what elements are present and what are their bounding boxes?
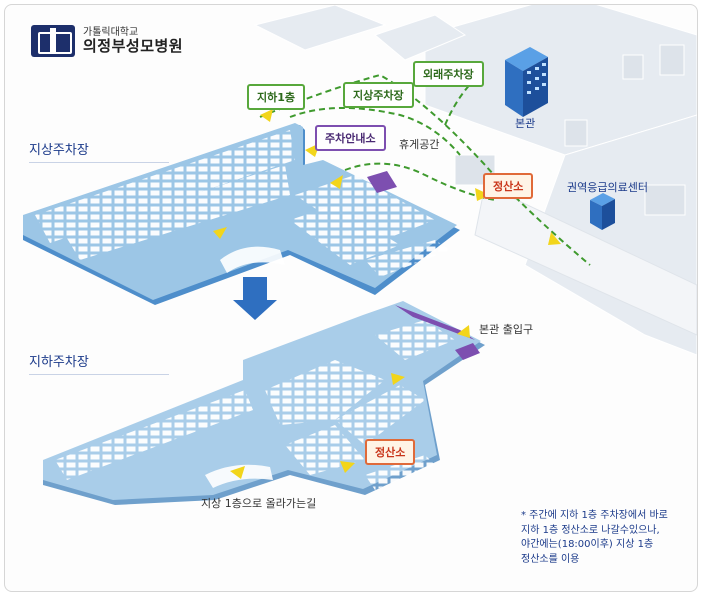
note-line-4: 정산소를 이용 xyxy=(521,553,580,565)
ground-parking-lot xyxy=(23,123,460,305)
main-building-icon xyxy=(505,47,548,117)
section-underground-parking: 지하주차장 xyxy=(29,351,169,375)
note-line-3: 야간에는(18:00이후) 지상 1층 xyxy=(521,539,654,550)
label-ground-parking: 지상주차장 xyxy=(343,82,414,108)
hospital-logo: 가톨릭대학교 의정부성모병원 xyxy=(31,25,183,57)
underground-parking-lot xyxy=(43,301,485,505)
label-payment-underground: 정산소 xyxy=(365,439,416,465)
section-ground-parking: 지상주차장 xyxy=(29,139,169,163)
label-basement-1f: 지하1층 xyxy=(247,84,306,110)
logo-title: 의정부성모병원 xyxy=(83,37,184,56)
hospital-logo-icon xyxy=(31,25,75,57)
label-rest-area: 휴게공간 xyxy=(399,138,440,151)
label-outdoor-parking: 외래주차장 xyxy=(413,61,484,87)
down-arrow-icon xyxy=(233,277,277,320)
label-emergency-center: 권역응급의료센터 xyxy=(567,181,648,194)
label-main-entrance: 본관 출입구 xyxy=(479,323,534,336)
emergency-center-icon xyxy=(590,193,615,230)
logo-subtitle: 가톨릭대학교 xyxy=(83,26,139,38)
map-frame: 가톨릭대학교 의정부성모병원 xyxy=(4,4,698,592)
label-payment-ground: 정산소 xyxy=(483,173,534,199)
note-line-1: * 주간에 지하 1층 주차장에서 바로 xyxy=(521,510,668,521)
label-main-building: 본관 xyxy=(515,117,536,130)
night-notice: * 주간에 지하 1층 주차장에서 바로 지하 1층 정산소로 나갈수있으나, … xyxy=(521,509,691,567)
road xyxy=(474,184,697,336)
label-parking-info: 주차안내소 xyxy=(315,125,386,151)
note-line-2: 지하 1층 정산소로 나갈수있으나, xyxy=(521,524,660,536)
label-ramp-up: 지상 1층으로 올라가는길 xyxy=(201,497,317,510)
route-line xyxy=(259,73,591,266)
